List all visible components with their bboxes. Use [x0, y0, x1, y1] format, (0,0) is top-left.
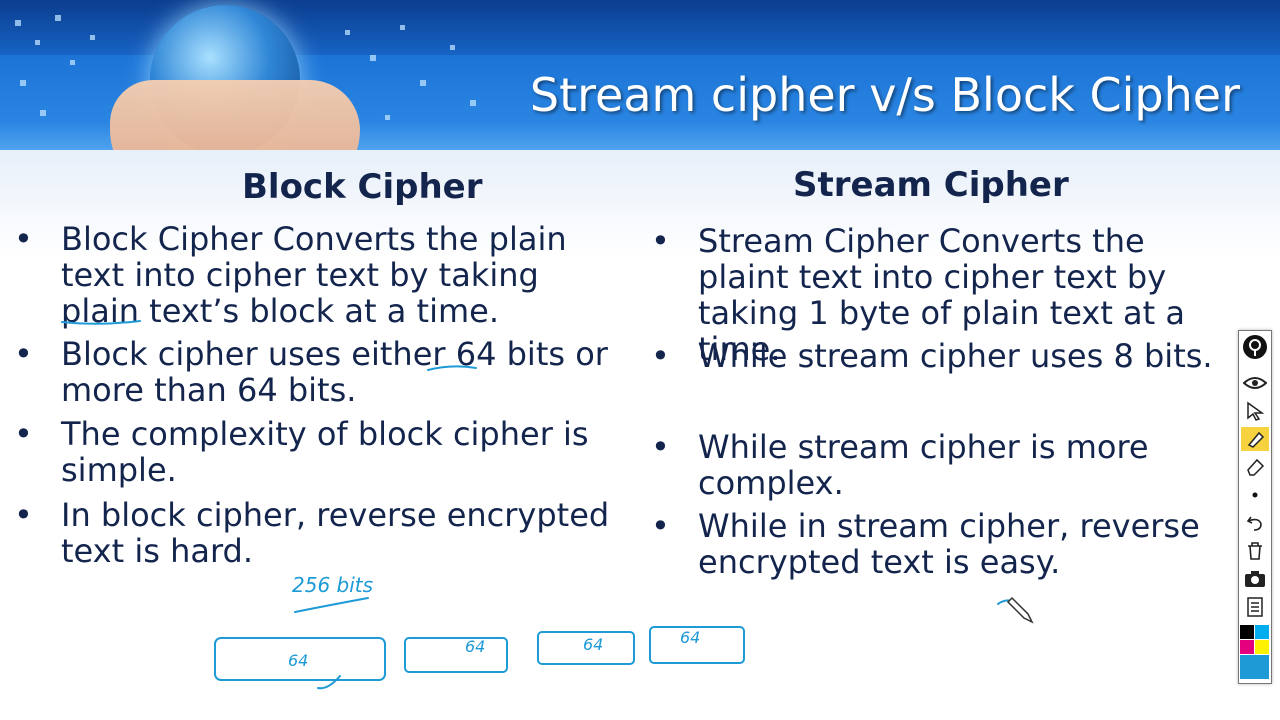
stream-cipher-bullet-4: • While in stream cipher, reverse encryp… [651, 507, 1228, 581]
block-cipher-bullet-4: • In block cipher, reverse encrypted tex… [14, 496, 621, 570]
block-box-1 [214, 637, 386, 681]
block-cipher-bullet-2: • Block cipher uses either 64 bits or mo… [14, 335, 621, 409]
bullet-text: Block cipher uses either 64 bits or more… [61, 335, 608, 409]
bullet-text: While stream cipher is more complex. [698, 428, 1149, 502]
stream-cipher-heading: Stream Cipher [793, 165, 1069, 205]
check-mark [317, 675, 341, 690]
handwritten-label: 256 bits [292, 573, 373, 597]
bullet-mark: • [14, 335, 33, 373]
bullet-text: In block cipher, reverse encrypted text … [61, 496, 610, 570]
block-box-4-label: 64 [680, 628, 700, 647]
color-swatch-cyan[interactable] [1255, 625, 1269, 639]
block-box-3-label: 64 [583, 635, 603, 654]
bullet-text: While stream cipher uses 8 bits. [698, 337, 1213, 375]
bullet-mark: • [651, 337, 670, 375]
camera-icon[interactable] [1241, 567, 1269, 591]
bullet-mark: • [14, 415, 33, 453]
bullet-text: While in stream cipher, reverse encrypte… [698, 507, 1200, 581]
annotation-toolbar [1238, 330, 1272, 684]
logo-icon[interactable] [1241, 333, 1269, 361]
block-box-2-label: 64 [465, 637, 485, 656]
pointer-icon[interactable] [1241, 399, 1269, 423]
color-swatch-magenta[interactable] [1240, 640, 1254, 654]
block-cipher-heading: Block Cipher [242, 167, 483, 207]
stream-cipher-bullet-1: • Stream Cipher Converts the plaint text… [651, 222, 1228, 368]
block-box-4 [649, 626, 745, 664]
bullet-mark: • [14, 496, 33, 534]
slide-title: Stream cipher v/s Block Cipher [529, 68, 1240, 122]
bullet-text: Block Cipher Converts the plain text int… [61, 220, 567, 330]
color-swatch-black[interactable] [1240, 625, 1254, 639]
trash-icon[interactable] [1241, 539, 1269, 563]
color-swatch-yellow[interactable] [1255, 640, 1269, 654]
stream-cipher-bullet-3: • While stream cipher is more complex. [651, 428, 1228, 502]
block-cipher-bullet-3: • The complexity of block cipher is simp… [14, 415, 621, 489]
undo-icon[interactable] [1241, 511, 1269, 535]
eraser-icon[interactable] [1241, 455, 1269, 479]
block-cipher-bullet-1: • Block Cipher Converts the plain text i… [14, 220, 621, 330]
bullet-mark: • [651, 222, 670, 260]
highlighter-icon[interactable] [1241, 427, 1269, 451]
bullet-mark: • [651, 428, 670, 466]
cursor-trail [997, 599, 1013, 605]
stream-cipher-bullet-2: • While stream cipher uses 8 bits. [651, 337, 1228, 375]
bullet-mark: • [14, 220, 33, 258]
bullet-text: Stream Cipher Converts the plaint text i… [698, 222, 1185, 368]
handwritten-label-underline [294, 597, 369, 613]
block-box-2 [404, 637, 508, 673]
pen-cursor-icon [1006, 596, 1034, 624]
color-swatch-selected[interactable] [1240, 655, 1269, 679]
block-box-1-label: 64 [288, 651, 308, 670]
bullet-text: The complexity of block cipher is simple… [61, 415, 589, 489]
block-box-3 [537, 631, 635, 665]
skyline-fade [0, 150, 1280, 260]
dot-icon[interactable] [1241, 483, 1269, 507]
header-banner: Stream cipher v/s Block Cipher [0, 0, 1280, 195]
eye-icon[interactable] [1241, 371, 1269, 395]
notes-icon[interactable] [1241, 595, 1269, 619]
bullet-mark: • [651, 507, 670, 545]
